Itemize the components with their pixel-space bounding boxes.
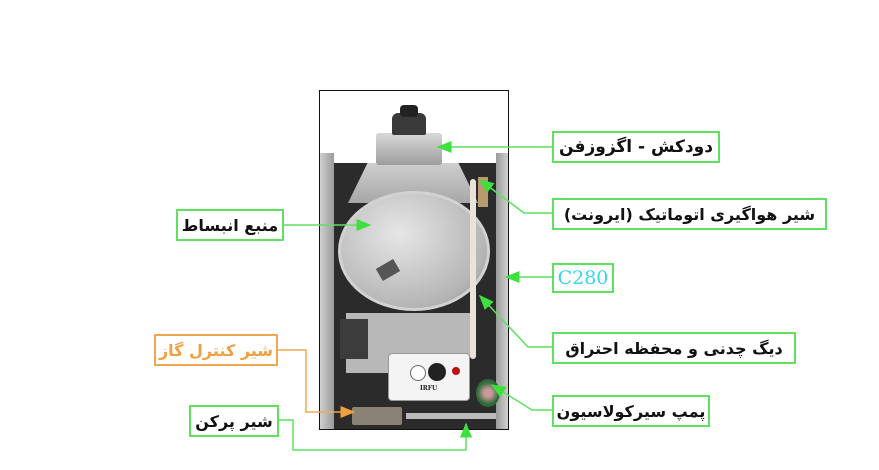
boiler-right-panel [496, 153, 508, 429]
label-fill-valve: شیر پرکن [189, 405, 279, 437]
label-circulation-pump: پمپ سیرکولاسیون [552, 395, 710, 427]
flue-fan [376, 133, 442, 165]
circulation-pump [476, 379, 500, 407]
gauge-icon [410, 365, 426, 381]
air-vent-valve [478, 177, 488, 207]
label-flue-fan: دودکش - اگزوزفن [552, 131, 720, 163]
boiler-photo: IRFU [319, 90, 509, 430]
label-expansion-tank: منبع انبساط [176, 209, 284, 241]
fan-motor [392, 113, 426, 135]
label-model: C280 [552, 263, 614, 293]
bottom-pipes [406, 413, 496, 419]
expansion-tank [338, 191, 490, 311]
control-panel-brand: IRFU [420, 385, 438, 392]
thermostat-knob-icon [428, 363, 446, 381]
label-cast-iron-boiler: دیگ چدنی و محفظه احتراق [552, 332, 796, 364]
fan-motor-top [400, 105, 418, 117]
power-button-icon [452, 367, 460, 375]
pipe [470, 179, 476, 359]
rating-plate [340, 319, 368, 359]
label-auto-air-vent: شیر هواگیری اتوماتیک (ایرونت) [552, 198, 827, 230]
gas-valve [352, 407, 402, 425]
boiler-left-panel [320, 153, 334, 429]
label-gas-control-valve: شیر کنترل گاز [154, 334, 278, 366]
